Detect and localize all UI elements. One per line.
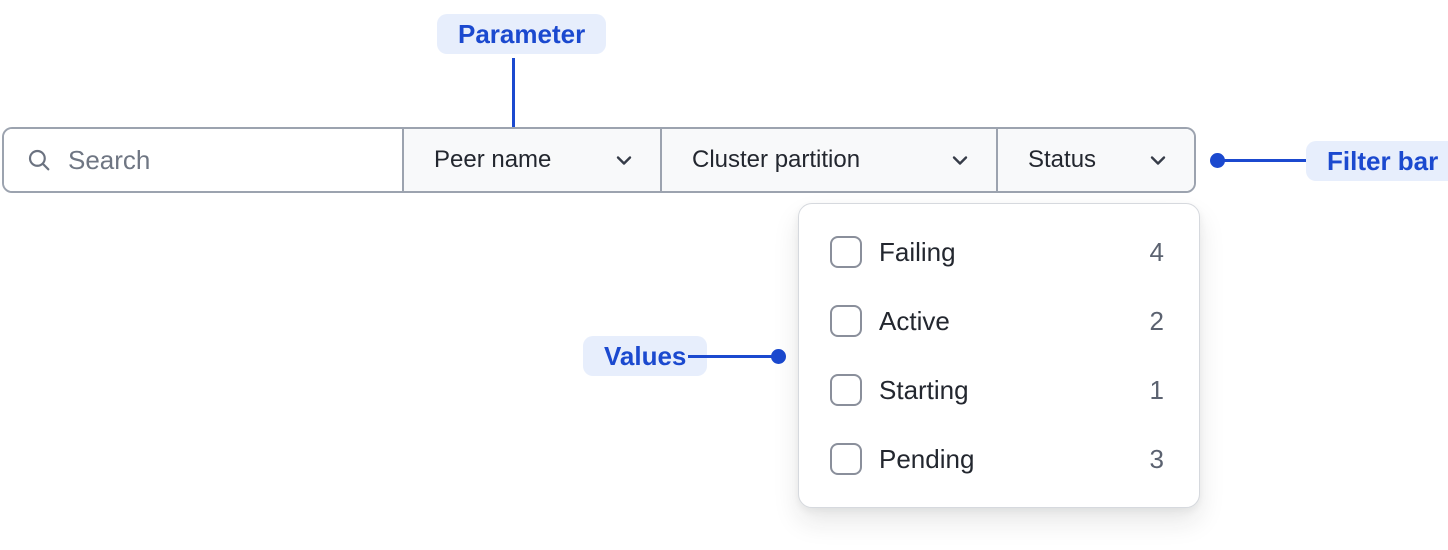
filter-bar-annotation-label: Filter bar	[1327, 145, 1439, 176]
status-option-pending[interactable]: Pending 3	[830, 436, 1164, 482]
values-annotation-label: Values	[604, 340, 687, 371]
option-count: 1	[1149, 374, 1164, 405]
filter-bar-connector-dot	[1210, 153, 1225, 168]
option-label: Pending	[879, 443, 975, 474]
checkbox-starting[interactable]	[830, 374, 862, 406]
status-dropdown[interactable]: Status	[996, 129, 1194, 191]
filter-bar-annotation-badge: Filter bar	[1306, 141, 1448, 181]
chevron-down-icon	[948, 148, 972, 172]
values-annotation-badge: Values	[583, 336, 708, 376]
cluster-partition-dropdown[interactable]: Cluster partition	[660, 129, 996, 191]
values-connector-line	[688, 355, 774, 358]
status-option-failing[interactable]: Failing 4	[830, 229, 1164, 275]
parameter-connector-line	[512, 58, 515, 136]
peer-name-dropdown-label: Peer name	[434, 146, 552, 173]
filter-bar: Peer name Cluster partition Status	[2, 127, 1196, 193]
search-input[interactable]	[68, 144, 384, 176]
cluster-partition-dropdown-label: Cluster partition	[692, 146, 861, 173]
values-connector-dot	[771, 349, 786, 364]
checkbox-pending[interactable]	[830, 443, 862, 475]
search-icon	[28, 149, 50, 171]
option-count: 3	[1149, 443, 1164, 474]
search-field	[4, 129, 402, 191]
checkbox-active[interactable]	[830, 305, 862, 337]
parameter-annotation-label: Parameter	[458, 18, 586, 49]
checkbox-failing[interactable]	[830, 236, 862, 268]
chevron-down-icon	[1146, 148, 1170, 172]
chevron-down-icon	[612, 148, 636, 172]
option-label: Active	[879, 305, 950, 336]
peer-name-dropdown[interactable]: Peer name	[402, 129, 660, 191]
status-option-starting[interactable]: Starting 1	[830, 367, 1164, 413]
filter-bar-connector-line	[1220, 159, 1306, 162]
option-label: Starting	[879, 374, 969, 405]
option-count: 4	[1149, 236, 1164, 267]
option-count: 2	[1149, 305, 1164, 336]
status-dropdown-label: Status	[1028, 146, 1097, 173]
option-label: Failing	[879, 236, 956, 267]
parameter-annotation-badge: Parameter	[437, 14, 607, 54]
status-dropdown-panel: Failing 4 Active 2 Starting 1 Pending 3	[798, 203, 1200, 508]
status-option-active[interactable]: Active 2	[830, 298, 1164, 344]
